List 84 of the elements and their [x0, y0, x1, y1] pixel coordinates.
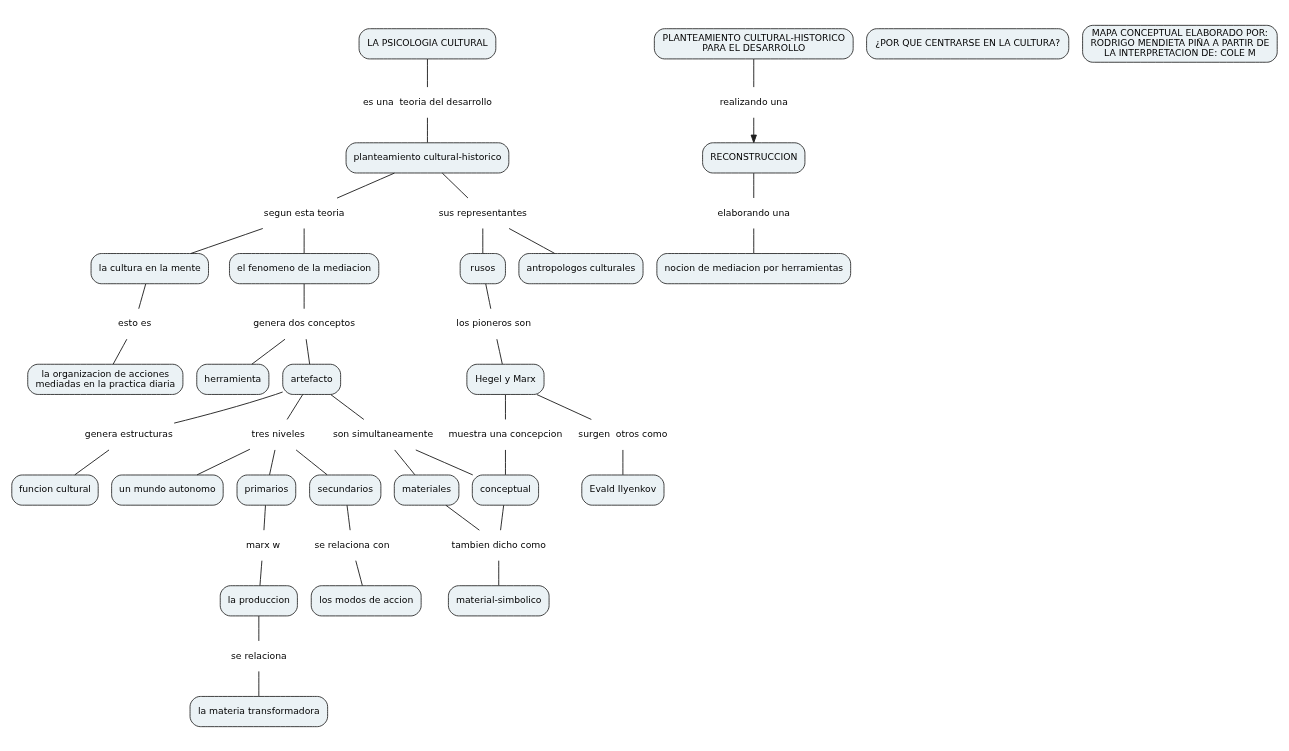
node-text: genera dos conceptos — [253, 316, 356, 328]
connector — [753, 58, 755, 88]
connector — [441, 172, 469, 198]
node-box: primarios — [236, 474, 297, 506]
connector — [336, 172, 395, 199]
connector — [190, 227, 264, 254]
node-box: los modos de accion — [310, 584, 422, 616]
node-text: surgen otros como — [578, 427, 668, 439]
connector — [286, 393, 304, 420]
connector — [251, 338, 286, 365]
connector — [303, 282, 305, 309]
node-box: RECONSTRUCCION — [702, 141, 806, 173]
connector — [536, 393, 592, 420]
node-text: esto es — [118, 316, 152, 328]
node-text: marx w — [245, 538, 281, 550]
connector — [173, 391, 284, 424]
connector — [394, 449, 416, 475]
node-box: la produccion — [219, 584, 298, 616]
node-box: nocion de mediacion por herramientas — [656, 252, 852, 284]
node-box: materiales — [393, 474, 460, 506]
connector — [346, 504, 351, 531]
node-box: el fenomeno de la mediacion — [229, 252, 380, 284]
node-text: muestra una concepcion — [448, 427, 563, 439]
connector — [259, 559, 263, 586]
connector — [295, 449, 328, 475]
node-text: se relaciona con — [314, 538, 390, 550]
node-box: Evald Ilyenkov — [581, 474, 665, 506]
connector — [258, 670, 260, 697]
connector — [269, 449, 276, 475]
node-box: PLANTEAMIENTO CULTURAL-HISTORICO PARA EL DESARROLLO — [653, 27, 854, 59]
connector — [445, 504, 480, 531]
node-box: LA PSICOLOGIA CULTURAL — [358, 27, 497, 59]
connector — [500, 504, 505, 531]
connector — [508, 227, 556, 254]
connector — [496, 338, 503, 365]
connector — [305, 338, 311, 365]
connector — [138, 282, 147, 309]
connector — [482, 227, 484, 254]
node-box: la materia transformadora — [189, 695, 329, 727]
connector — [74, 449, 110, 475]
connector — [753, 172, 755, 198]
connector — [622, 449, 624, 475]
node-box: MAPA CONCEPTUAL ELABORADO POR: RODRIGO MENDIETA PIÑA A PARTIR DE LA INTERPRETACION DE: COLE M — [1082, 24, 1278, 63]
node-text: tres niveles — [251, 427, 305, 439]
node-box: la organizacion de acciones mediadas en la practica diaria — [27, 363, 184, 395]
node-text: los pioneros son — [456, 316, 532, 328]
connector — [330, 393, 365, 420]
node-box: material-simbolico — [448, 584, 550, 616]
node-text: sus representantes — [438, 206, 527, 218]
node-text: genera estructuras — [84, 427, 173, 439]
node-box: artefacto — [282, 363, 342, 395]
node-box: un mundo autonomo — [111, 474, 224, 506]
connector — [753, 227, 755, 254]
node-box: Hegel y Marx — [466, 363, 545, 395]
connector — [415, 449, 474, 475]
connector — [498, 559, 500, 586]
connector — [112, 338, 128, 365]
connector — [196, 448, 251, 475]
connector — [427, 116, 428, 143]
node-text: segun esta teoria — [263, 206, 345, 218]
connector — [427, 58, 428, 88]
arrow — [750, 116, 757, 143]
node-box: conceptual — [471, 474, 539, 506]
node-text: se relaciona — [231, 649, 287, 661]
node-text: son simultaneamente — [332, 427, 434, 439]
connector — [505, 449, 506, 475]
connector — [303, 227, 305, 254]
node-box: secundarios — [309, 474, 382, 506]
node-text: elaborando una — [717, 206, 790, 218]
connector — [355, 559, 363, 586]
node-box: planteamiento cultural-historico — [345, 141, 510, 173]
node-box: herramienta — [196, 363, 270, 395]
node-box: rusos — [459, 252, 506, 284]
node-box: ¿POR QUE CENTRARSE EN LA CULTURA? — [866, 27, 1070, 59]
node-text: es una teoria del desarrollo — [362, 95, 492, 107]
connector — [258, 615, 260, 641]
connector — [485, 282, 492, 309]
connector — [263, 504, 266, 531]
node-box: funcion cultural — [11, 474, 99, 506]
node-box: la cultura en la mente — [90, 252, 209, 284]
node-text: realizando una — [719, 95, 788, 107]
connector — [505, 393, 506, 420]
node-text: tambien dicho como — [451, 538, 546, 550]
node-box: antropologos culturales — [518, 252, 644, 284]
